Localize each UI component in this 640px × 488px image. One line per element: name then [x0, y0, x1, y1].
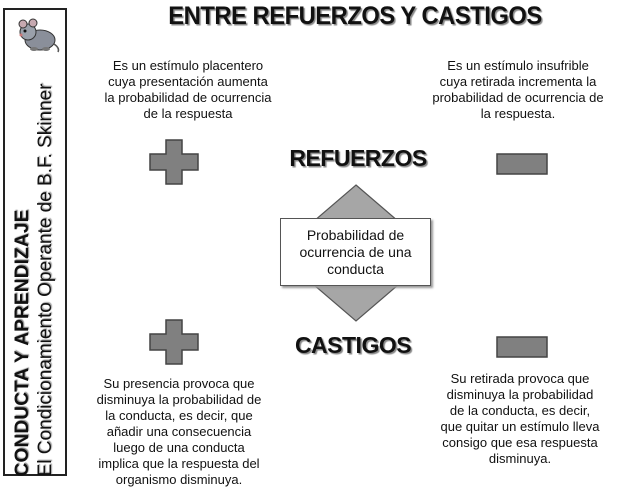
- desc-line: la conducta, es decir, que: [105, 408, 253, 423]
- desc-line: añadir una consecuencia: [106, 424, 252, 439]
- desc-line: implica que la respuesta del: [98, 456, 260, 471]
- rat-mascot-icon: [18, 18, 60, 53]
- minus-icon: [496, 153, 548, 175]
- desc-line: de la conducta, es decir,: [449, 403, 591, 418]
- sidebar-rotated-text: CONDUCTA Y APRENDIZAJE El Condicionamien…: [12, 84, 58, 477]
- desc-line: la respuesta.: [480, 106, 556, 121]
- desc-line: que quitar un estímulo lleva: [440, 419, 600, 434]
- desc-line: disminuya la probabilidad de: [96, 392, 262, 407]
- castigo-positivo-description: Su presencia provoca que disminuya la pr…: [74, 376, 284, 488]
- refuerzo-positivo-description: Es un estímulo placentero cuya presentac…: [88, 58, 288, 122]
- box-line: ocurrencia de una: [299, 243, 412, 260]
- minus-icon: [496, 336, 548, 358]
- refuerzo-negativo-description: Es un estímulo insufrible cuya retirada …: [420, 58, 616, 122]
- plus-icon: [149, 319, 199, 365]
- desc-line: cuya retirada incrementa la: [439, 74, 597, 89]
- desc-line: Su presencia provoca que: [103, 376, 255, 391]
- castigo-negativo-description: Su retirada provoca que disminuya la pro…: [420, 371, 620, 467]
- castigos-label: CASTIGOS: [294, 332, 412, 358]
- desc-line: Es un estímulo insufrible: [447, 58, 589, 73]
- desc-line: luego de una conducta: [113, 440, 245, 455]
- desc-line: Es un estímulo placentero: [112, 58, 264, 73]
- page-title: ENTRE REFUERZOS Y CASTIGOS: [168, 2, 542, 30]
- refuerzos-label: REFUERZOS: [289, 145, 427, 171]
- plus-icon: [149, 139, 199, 185]
- desc-line: Su retirada provoca que: [450, 371, 590, 386]
- desc-line: disminuya la probabilidad: [446, 387, 594, 402]
- desc-line: probabilidad de ocurrencia de: [432, 90, 604, 105]
- sidebar-title: CONDUCTA Y APRENDIZAJE: [12, 209, 34, 477]
- probabilidad-box: Probabilidad de ocurrencia de una conduc…: [280, 218, 431, 286]
- desc-line: la probabilidad de ocurrencia: [104, 90, 272, 105]
- box-line: conducta: [327, 260, 384, 277]
- desc-line: cuya presentación aumenta: [108, 74, 268, 89]
- sidebar-panel: CONDUCTA Y APRENDIZAJE El Condicionamien…: [3, 8, 67, 476]
- desc-line: consigo que esa respuesta: [442, 435, 598, 450]
- box-line: Probabilidad de: [306, 226, 405, 243]
- desc-line: de la respuesta: [143, 106, 233, 121]
- desc-line: disminuya.: [488, 451, 552, 466]
- desc-line: organismo disminuya.: [115, 472, 243, 487]
- sidebar-subtitle: El Condicionamiento Operante de B.F. Ski…: [35, 83, 56, 477]
